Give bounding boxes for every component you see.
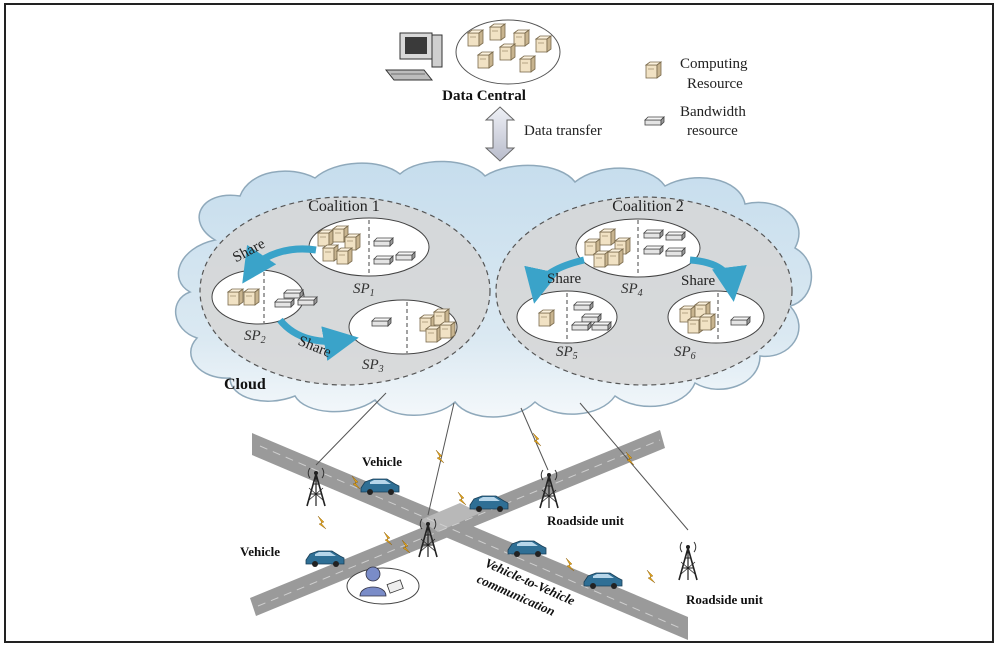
vehicle-label-left: Vehicle [240, 544, 280, 559]
road-intersection [420, 503, 480, 532]
vehicle-label-top: Vehicle [362, 454, 402, 469]
computing-resource-icon [645, 61, 662, 79]
sp2-label: SP2 [244, 328, 266, 346]
sp6-node [667, 290, 765, 344]
share-arrow-sp4-sp6 [689, 256, 747, 302]
roadside-tower-4 [678, 541, 698, 581]
sp1-label: SP1 [353, 281, 375, 299]
share-arrow-sp2-sp3 [277, 317, 359, 361]
sp5-node [516, 290, 618, 344]
sp3-label: SP3 [362, 357, 384, 375]
server-cluster-icon [455, 19, 561, 85]
legend-computing-line2: Resource [687, 76, 743, 92]
data-central-label: Data Central [442, 88, 526, 104]
cloud-label: Cloud [224, 376, 266, 393]
roadside-unit-label-1: Roadside unit [547, 513, 625, 528]
coalition-1-label: Coalition 1 [308, 198, 380, 215]
user-icon [346, 566, 420, 605]
legend-computing-line1: Computing [680, 56, 748, 72]
sp5-label: SP5 [556, 344, 578, 362]
sp1-node [308, 217, 430, 277]
bandwidth-resource-icon [644, 116, 665, 126]
sp3-node [348, 299, 458, 355]
data-transfer-label: Data transfer [524, 123, 602, 139]
coalition-2-label: Coalition 2 [612, 198, 684, 215]
sp6-label: SP6 [674, 344, 696, 362]
share-label-4: Share [681, 273, 715, 289]
wireless-links [315, 392, 689, 531]
sp4-node [575, 218, 701, 278]
roadside-unit-label-2: Roadside unit [686, 592, 764, 607]
share-arrow-sp1-sp2 [242, 244, 317, 284]
legend: Computing Resource Bandwidth resource [644, 56, 748, 139]
share-arrow-sp4-sp5 [524, 256, 585, 304]
share-label-3: Share [547, 271, 581, 287]
sp4-label: SP4 [621, 281, 643, 299]
vehicle-3 [305, 550, 345, 568]
data-transfer-arrow [484, 106, 516, 162]
computer-icon [384, 32, 443, 81]
legend-bandwidth-line1: Bandwidth [680, 104, 746, 120]
legend-bandwidth-line2: resource [687, 123, 738, 139]
